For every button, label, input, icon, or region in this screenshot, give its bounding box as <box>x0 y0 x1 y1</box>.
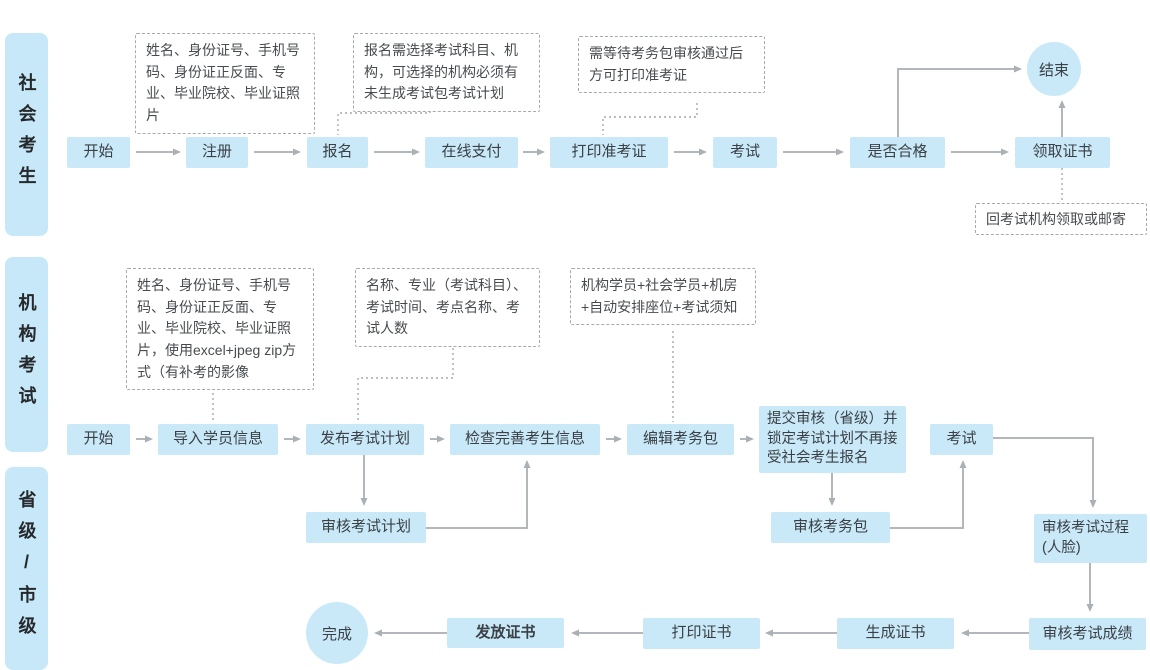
node-generate-certificate: 生成证书 <box>837 618 954 649</box>
node-edit-exam-pack: 编辑考务包 <box>627 424 734 455</box>
node-issue-certificate: 发放证书 <box>447 618 564 648</box>
lane-institution-exam: 机构考试 <box>5 257 48 452</box>
node-org-exam: 考试 <box>930 424 993 455</box>
node-review-exam-pack: 审核考务包 <box>771 512 890 543</box>
node-print-certificate: 打印证书 <box>643 618 760 649</box>
node-social-exam: 考试 <box>713 137 777 168</box>
node-qualified-check: 是否合格 <box>850 137 945 168</box>
node-review-exam-process-face: 审核考试过程(人脸) <box>1034 514 1147 563</box>
node-submit-review-lock-plan: 提交审核（省级）并锁定考试计划不再接受社会考生报名 <box>759 406 906 473</box>
note-plan-contents: 名称、专业（考试科目）、考试时间、考点名称、考试人数 <box>355 268 540 348</box>
node-register: 注册 <box>186 137 248 168</box>
lane-social-candidates: 社会考生 <box>5 33 48 236</box>
note-register-materials: 姓名、身份证号、手机号码、身份证正反面、专业、毕业院校、毕业证照片 <box>135 33 315 134</box>
node-print-admission-ticket: 打印准考证 <box>550 137 668 168</box>
note-pack-contents: 机构学员+社会学员+机房+自动安排座位+考试须知 <box>570 268 756 326</box>
note-certificate-delivery: 回考试机构领取或邮寄 <box>975 203 1147 235</box>
node-social-start: 开始 <box>67 137 130 168</box>
terminator-end: 结束 <box>1027 42 1081 96</box>
node-review-exam-plan: 审核考试计划 <box>306 512 426 543</box>
node-receive-certificate: 领取证书 <box>1015 137 1110 168</box>
lane-provincial-municipal: 省级/市级 <box>5 467 48 670</box>
node-publish-exam-plan: 发布考试计划 <box>306 424 424 455</box>
terminator-done: 完成 <box>306 602 368 664</box>
node-org-start: 开始 <box>67 424 130 455</box>
node-enroll: 报名 <box>307 137 368 168</box>
note-ticket-requirements: 需等待考务包审核通过后方可打印准考证 <box>578 36 765 94</box>
node-check-candidate-info: 检查完善考生信息 <box>450 424 600 455</box>
node-import-students: 导入学员信息 <box>158 424 278 455</box>
node-review-exam-score: 审核考试成绩 <box>1029 618 1146 650</box>
node-online-pay: 在线支付 <box>425 137 518 168</box>
note-enroll-requirements: 报名需选择考试科目、机构，可选择的机构必须有未生成考试包考试计划 <box>353 33 540 113</box>
note-import-materials: 姓名、身份证号、手机号码、身份证正反面、专业、毕业院校、毕业证照片，使用exce… <box>126 268 314 391</box>
